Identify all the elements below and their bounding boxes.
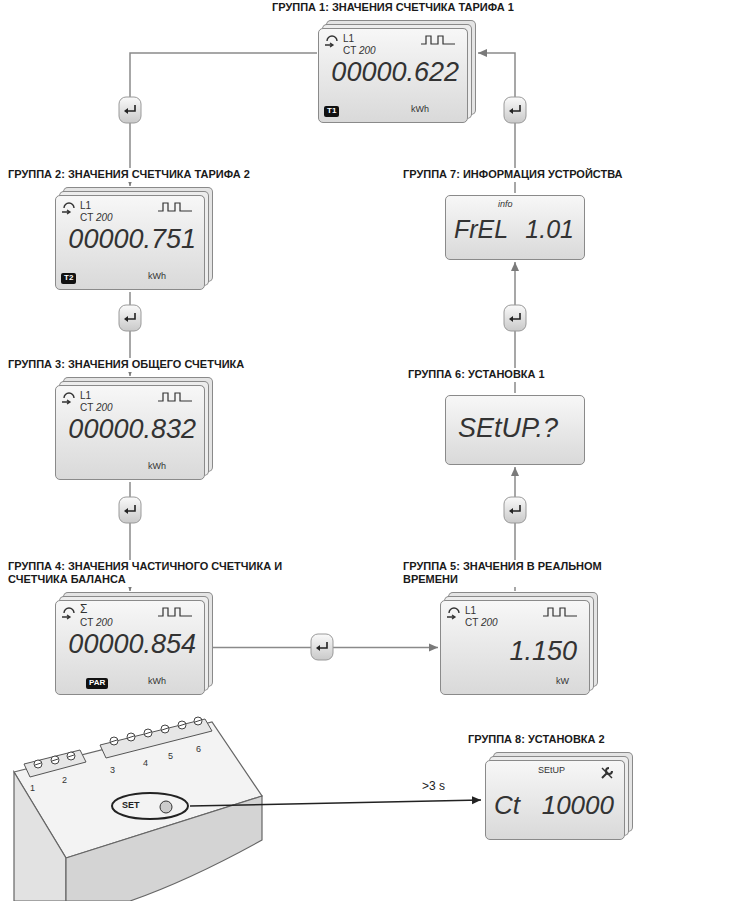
lcd-text: 200 xyxy=(359,45,376,56)
lcd-text: kW xyxy=(556,677,569,687)
lcd-text: kWh xyxy=(148,462,166,472)
cycle-icon xyxy=(61,390,77,406)
lcd-screen: ГРУППА 3: ЗНАЧЕНИЯ ОБЩЕГО СЧЕТЧИКАL1CT20… xyxy=(55,385,205,480)
lcd-text: L1 xyxy=(80,200,91,211)
lcd-text: SEtUP.? xyxy=(458,414,558,444)
group-heading: ГРУППА 2: ЗНАЧЕНИЯ СЧЕТЧИКА ТАРИФА 2 xyxy=(6,168,252,182)
lcd-screen: ГРУППА 4: ЗНАЧЕНИЯ ЧАСТИЧНОГО СЧЕТЧИКА И… xyxy=(55,600,205,695)
screw-slot xyxy=(52,759,58,761)
lcd-text: L1 xyxy=(343,33,354,44)
cycle-icon xyxy=(324,33,340,49)
enter-button xyxy=(119,97,141,123)
terminal-number: 6 xyxy=(196,745,201,755)
lcd-text: kWh xyxy=(148,677,166,687)
lcd-screen: ГРУППА 2: ЗНАЧЕНИЯ СЧЕТЧИКА ТАРИФА 2L1CT… xyxy=(55,195,205,290)
time-label: >3 s xyxy=(420,780,447,793)
pulse-icon xyxy=(421,35,455,45)
lcd-text: kWh xyxy=(411,105,429,115)
lcd-text: Ct xyxy=(494,791,520,820)
terminal-screw xyxy=(194,717,202,725)
lcd-text: 00000.854 xyxy=(68,630,196,660)
screw-slot xyxy=(179,724,185,726)
lcd-text: CT xyxy=(80,212,93,223)
screw-slot xyxy=(128,736,134,738)
lcd-text: CT xyxy=(80,617,93,628)
lcd-text: 10000 xyxy=(542,791,614,820)
screw-slot xyxy=(162,728,168,730)
button-label: SET xyxy=(122,801,140,811)
terminal-number: 5 xyxy=(168,752,173,762)
screw-slot xyxy=(111,740,117,742)
terminal-screw xyxy=(110,737,118,745)
enter-button xyxy=(504,97,526,123)
screw-slot xyxy=(35,763,41,765)
lcd-text: 00000.751 xyxy=(68,225,196,255)
lcd-text: 200 xyxy=(481,617,498,628)
terminal-screw xyxy=(178,721,186,729)
terminal-screw xyxy=(34,760,42,768)
enter-button xyxy=(119,305,141,331)
cycle-icon xyxy=(61,605,77,621)
terminal-number: 4 xyxy=(143,759,148,769)
group-heading: ГРУППА 5: ЗНАЧЕНИЯ В РЕАЛЬНОМ ВРЕМЕНИ xyxy=(401,560,630,588)
press-arrow xyxy=(190,800,481,806)
group-heading: ГРУППА 6: УСТАНОВКА 1 xyxy=(406,368,547,382)
lcd-screen: ГРУППА 1: ЗНАЧЕНИЯ СЧЕТЧИКА ТАРИФА 1L1CT… xyxy=(318,28,468,123)
lcd-text: 200 xyxy=(96,402,113,413)
lcd-screen: ГРУППА 7: ИНФОРМАЦИЯ УСТРОЙСТВАinfoFrEL1… xyxy=(445,195,585,260)
pulse-icon xyxy=(158,607,192,617)
group-heading: ГРУППА 4: ЗНАЧЕНИЯ ЧАСТИЧНОГО СЧЕТЧИКА И… xyxy=(6,560,300,588)
terminal-screw xyxy=(67,752,75,760)
lcd-text: 00000.622 xyxy=(331,58,459,88)
screw-slot xyxy=(145,732,151,734)
lcd-text: L1 xyxy=(465,605,476,616)
terminal-number: 1 xyxy=(30,784,35,794)
lcd-text: Σ xyxy=(80,603,87,616)
group-heading: ГРУППА 8: УСТАНОВКА 2 xyxy=(466,733,607,747)
set-button xyxy=(112,793,188,819)
lcd-text: 200 xyxy=(96,617,113,628)
terminal-screw xyxy=(51,756,59,764)
lcd-screen: ГРУППА 6: УСТАНОВКА 1SEtUP.? xyxy=(445,395,585,465)
wrench-icon xyxy=(600,766,614,780)
lcd-screen: ГРУППА 8: УСТАНОВКА 2SEtUPCt10000 xyxy=(485,760,625,840)
lcd-text: T2 xyxy=(61,273,76,284)
enter-button xyxy=(504,305,526,331)
screw-slot xyxy=(68,755,74,757)
terminal-number: 2 xyxy=(62,776,67,786)
terminal-screw xyxy=(144,729,152,737)
lcd-text: L1 xyxy=(80,390,91,401)
lcd-text: T1 xyxy=(324,106,339,117)
lcd-text: kWh xyxy=(148,272,166,282)
group-heading: ГРУППА 7: ИНФОРМАЦИЯ УСТРОЙСТВА xyxy=(401,168,625,182)
lcd-text: CT xyxy=(343,45,356,56)
pulse-icon xyxy=(158,202,192,212)
screw-slot xyxy=(195,720,201,722)
lcd-text: FrEL xyxy=(454,216,508,244)
enter-button xyxy=(504,497,526,523)
cycle-icon xyxy=(446,605,462,621)
terminal-screw xyxy=(127,733,135,741)
lcd-text: SEtUP xyxy=(538,766,565,776)
enter-button xyxy=(311,634,333,660)
lcd-text: 00000.832 xyxy=(68,415,196,445)
terminal-number: 3 xyxy=(110,766,115,776)
terminal-blocks xyxy=(24,717,212,777)
lcd-text: CT xyxy=(465,617,478,628)
pulse-icon xyxy=(158,392,192,402)
group-heading: ГРУППА 3: ЗНАЧЕНИЯ ОБЩЕГО СЧЕТЧИКА xyxy=(6,358,246,372)
lcd-text: 1.150 xyxy=(509,637,577,667)
lcd-text: 1.01 xyxy=(525,216,574,244)
terminal-screw xyxy=(161,725,169,733)
lcd-text: CT xyxy=(80,402,93,413)
cycle-icon xyxy=(61,200,77,216)
lcd-text: PAR xyxy=(86,678,108,689)
lcd-screen: ГРУППА 5: ЗНАЧЕНИЯ В РЕАЛЬНОМ ВРЕМЕНИL1C… xyxy=(440,600,590,695)
lcd-text: 200 xyxy=(96,212,113,223)
lcd-text: info xyxy=(498,200,513,210)
group-heading: ГРУППА 1: ЗНАЧЕНИЯ СЧЕТЧИКА ТАРИФА 1 xyxy=(270,1,516,15)
enter-button xyxy=(119,497,141,523)
flow-connector xyxy=(130,53,317,186)
pulse-icon xyxy=(543,607,577,617)
